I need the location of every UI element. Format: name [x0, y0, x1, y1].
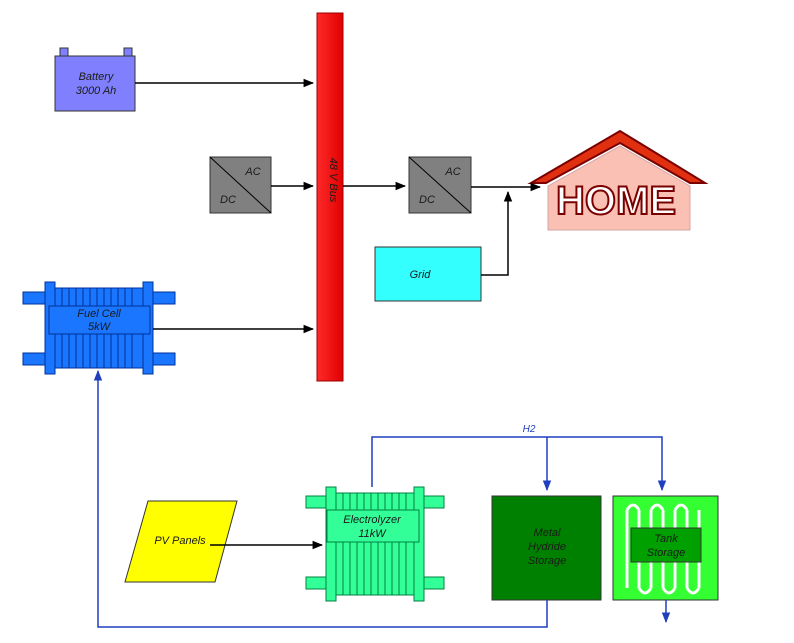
home-label: HOME — [556, 179, 676, 223]
tank-storage: Tank Storage — [612, 495, 719, 601]
pv-label: PV Panels — [154, 535, 206, 547]
home-icon: HOME — [527, 129, 709, 231]
inverter-left-dc: DC — [220, 194, 236, 206]
inverter-right: AC DC — [408, 156, 472, 214]
fuel-cell-power: 5kW — [88, 321, 112, 333]
fuel-cell-label: Fuel Cell — [77, 308, 121, 320]
dc-bus: 48 V Bus — [316, 12, 344, 382]
metal-hydride-line3: Storage — [528, 555, 567, 567]
bus-label: 48 V Bus — [327, 158, 339, 203]
battery: Battery 3000 Ah — [54, 47, 136, 112]
hydrogen-lines — [93, 369, 671, 628]
electrolyzer: Electrolyzer 11kW — [305, 486, 445, 602]
metal-hydride-line2: Hydride — [528, 541, 566, 553]
fuel-cell: Fuel Cell 5kW — [22, 281, 176, 375]
grid: Grid — [374, 246, 482, 302]
inverter-right-dc: DC — [419, 194, 435, 206]
battery-label: Battery — [79, 71, 115, 83]
tank-storage-label: Storage — [647, 547, 686, 559]
tank-label: Tank — [654, 533, 678, 545]
inverter-left: AC DC — [209, 156, 272, 214]
grid-label: Grid — [410, 269, 432, 281]
electrolyzer-power: 11kW — [358, 528, 387, 540]
pv-panels: PV Panels — [124, 500, 238, 583]
inverter-left-ac: AC — [244, 166, 260, 178]
metal-hydride-line1: Metal — [534, 527, 561, 539]
electrolyzer-label: Electrolyzer — [343, 514, 402, 526]
inverter-right-ac: AC — [444, 166, 460, 178]
battery-capacity: 3000 Ah — [76, 85, 117, 97]
h2-label: H2 — [523, 424, 536, 435]
metal-hydride-storage: Metal Hydride Storage — [491, 495, 602, 601]
power-connectors — [135, 78, 542, 550]
